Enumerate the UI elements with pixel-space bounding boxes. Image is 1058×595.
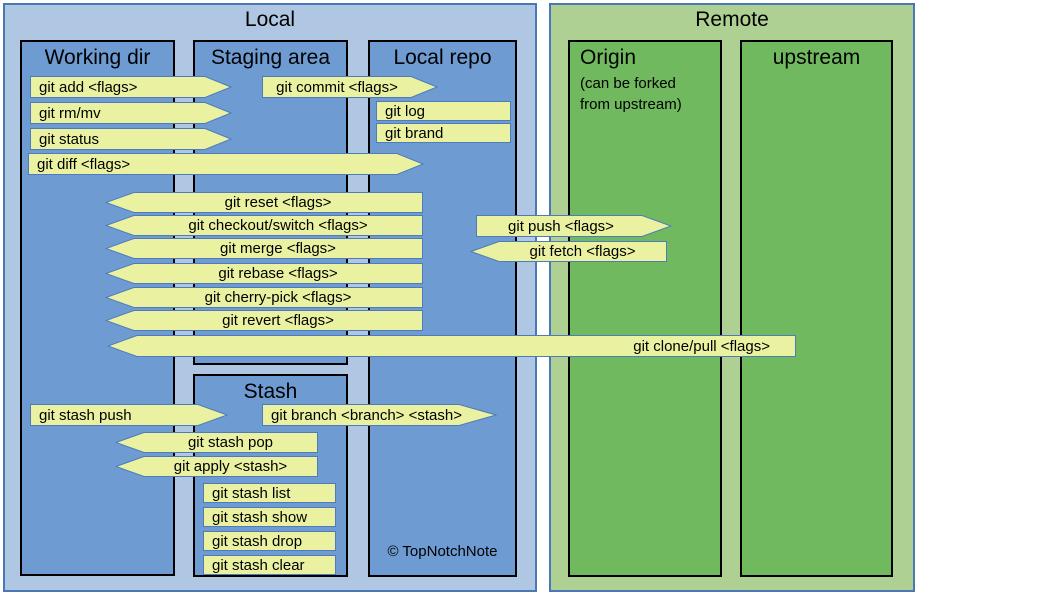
arrow-git-push: git push <flags>: [476, 215, 672, 237]
arrow-git-revert: git revert <flags>: [105, 310, 423, 331]
arrow-git-clone-pull: git clone/pull <flags>: [107, 335, 796, 357]
cmd-label: git brand: [385, 124, 444, 142]
arrow-git-rebase: git rebase <flags>: [105, 263, 423, 284]
origin-subtitle: (can be forked from upstream): [580, 75, 682, 113]
arrow-label: git fetch <flags>: [529, 243, 636, 260]
arrow-git-add: git add <flags>: [30, 76, 232, 98]
staging-area-title: Staging area: [210, 46, 331, 69]
origin-panel: Origin (can be forked from upstream): [568, 40, 722, 577]
arrow-label: git add <flags>: [39, 78, 138, 96]
cmd-label: git stash list: [212, 484, 291, 502]
cmd-label: git stash clear: [212, 556, 305, 574]
arrow-git-checkout-switch: git checkout/switch <flags>: [105, 215, 423, 236]
arrow-label: git rebase <flags>: [218, 265, 338, 282]
cmd-label: git log: [385, 102, 426, 120]
arrow-label: git branch <branch> <stash>: [271, 406, 462, 424]
arrow-label: git diff <flags>: [37, 155, 131, 173]
arrow-git-branch-stash: git branch <branch> <stash>: [262, 404, 497, 426]
arrow-git-stash-push: git stash push: [30, 404, 228, 426]
arrow-label: git apply <stash>: [173, 458, 288, 475]
cmd-git-brand: git brand: [376, 123, 511, 143]
arrow-git-rm-mv: git rm/mv: [30, 102, 232, 124]
arrow-git-apply-stash: git apply <stash>: [115, 456, 318, 477]
arrow-label: git stash push: [39, 406, 132, 424]
arrow-git-diff: git diff <flags>: [28, 153, 424, 175]
upstream-title: upstream: [772, 46, 861, 69]
cmd-label: git stash show: [212, 508, 308, 526]
arrow-label: git commit <flags>: [276, 78, 398, 96]
cmd-git-stash-clear: git stash clear: [203, 555, 336, 575]
arrow-git-fetch: git fetch <flags>: [470, 241, 667, 262]
stash-title: Stash: [243, 380, 298, 403]
arrow-label: git push <flags>: [508, 217, 614, 235]
local-repo-title: Local repo: [393, 46, 492, 69]
arrow-label: git revert <flags>: [222, 312, 334, 329]
cmd-label: git stash drop: [212, 532, 303, 550]
arrow-git-merge: git merge <flags>: [105, 238, 423, 259]
arrow-git-status: git status: [30, 128, 232, 150]
cmd-git-log: git log: [376, 101, 511, 121]
arrow-label: git checkout/switch <flags>: [188, 217, 368, 234]
cmd-git-stash-list: git stash list: [203, 483, 336, 503]
arrow-label: git clone/pull <flags>: [633, 337, 770, 355]
working-dir-title: Working dir: [44, 46, 151, 69]
cmd-git-stash-drop: git stash drop: [203, 531, 336, 551]
credit-text: © TopNotchNote: [387, 543, 498, 560]
local-title: Local: [244, 8, 296, 31]
arrow-label: git status: [39, 130, 100, 148]
arrow-label: git merge <flags>: [220, 240, 336, 257]
arrow-label: git reset <flags>: [224, 194, 332, 211]
arrow-git-cherry-pick: git cherry-pick <flags>: [105, 287, 423, 308]
arrow-label: git stash pop: [187, 434, 274, 451]
arrow-git-stash-pop: git stash pop: [115, 432, 318, 453]
origin-title: Origin: [580, 46, 637, 69]
upstream-panel: upstream: [740, 40, 893, 577]
cmd-git-stash-show: git stash show: [203, 507, 336, 527]
arrow-label: git rm/mv: [39, 104, 101, 122]
arrow-git-commit: git commit <flags>: [262, 76, 438, 98]
arrow-label: git cherry-pick <flags>: [204, 289, 352, 306]
remote-title: Remote: [695, 8, 769, 31]
arrow-git-reset: git reset <flags>: [105, 192, 423, 213]
